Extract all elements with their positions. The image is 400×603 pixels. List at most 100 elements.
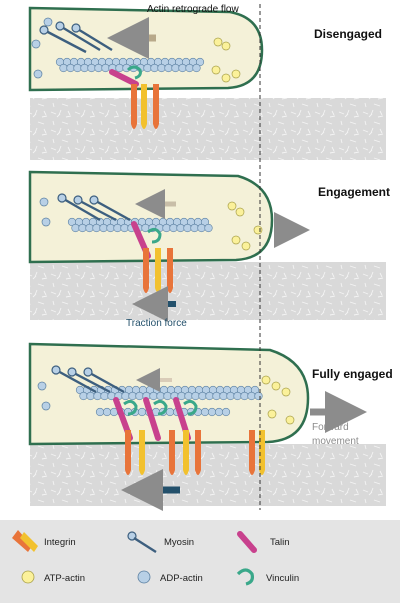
atp-actin-monomer xyxy=(253,225,263,235)
adp-actin-filament xyxy=(55,57,205,73)
svg-text:Integrin: Integrin xyxy=(44,537,76,548)
forward-movement-label: Forward xyxy=(312,422,349,433)
legend-item-talin: Talin xyxy=(237,531,290,553)
myosin-group xyxy=(51,365,125,394)
myosin-icon xyxy=(127,531,157,554)
actin-monomer xyxy=(164,63,173,73)
myosin xyxy=(59,24,101,52)
legend-box xyxy=(0,520,400,603)
actin-monomer xyxy=(106,223,115,233)
actin-monomer xyxy=(143,63,152,73)
actin-monomer xyxy=(200,217,210,227)
stage-title: Disengaged xyxy=(314,27,382,41)
substrate xyxy=(30,98,386,160)
adp-actin-monomer xyxy=(37,381,47,391)
actin-monomer xyxy=(79,391,88,401)
stage-engagement: Traction force Engagement xyxy=(28,170,390,329)
actin-monomer xyxy=(226,391,235,401)
integrin xyxy=(131,84,137,129)
actin-monomer xyxy=(66,63,75,73)
actin-monomer xyxy=(191,391,200,401)
integrin-cluster xyxy=(131,84,159,129)
legend-item-myosin: Myosin xyxy=(127,531,194,554)
atp-actin-monomer xyxy=(227,201,237,211)
integrin-cluster xyxy=(125,430,201,475)
stage-title: Engagement xyxy=(318,185,390,199)
actin-monomer xyxy=(92,223,101,233)
myosin-group xyxy=(57,193,131,222)
actin-monomer xyxy=(247,391,256,401)
actin-monomer xyxy=(115,63,124,73)
actin-monomer xyxy=(102,407,112,417)
adp-actin-monomer xyxy=(41,401,51,411)
legend-item-vinculin: Vinculin xyxy=(236,568,299,586)
integrin xyxy=(195,430,201,475)
adp-actin-monomer xyxy=(39,197,49,207)
integrin xyxy=(143,248,149,293)
integrin xyxy=(153,84,159,129)
actin-monomer xyxy=(200,407,210,417)
actin-monomer xyxy=(233,391,242,401)
adp-actin-icon xyxy=(137,570,151,584)
actin-monomer xyxy=(192,63,201,73)
vinculin xyxy=(147,227,162,244)
actin-monomer xyxy=(171,63,180,73)
actin-monomer xyxy=(198,391,207,401)
actin-monomer xyxy=(113,223,122,233)
actin-monomer xyxy=(185,63,194,73)
actin-monomer xyxy=(149,391,158,401)
actin-monomer xyxy=(156,391,165,401)
myosin xyxy=(75,26,113,52)
integrin xyxy=(183,430,189,475)
actin-monomer xyxy=(221,407,231,417)
legend: Integrin Myosin Talin ATP-actin ADP-acti… xyxy=(0,520,400,603)
myosin xyxy=(43,28,87,54)
integrin-cluster xyxy=(143,248,173,293)
actin-monomer xyxy=(178,63,187,73)
stage-title: Fully engaged xyxy=(312,367,393,381)
vinculin xyxy=(126,65,142,80)
traction-force-label: Traction force xyxy=(126,318,187,329)
actin-monomer xyxy=(71,223,80,233)
substrate xyxy=(30,262,386,320)
atp-actin-monomer xyxy=(271,381,281,391)
actin-monomer xyxy=(86,391,95,401)
atp-actin-monomer xyxy=(221,41,231,51)
adp-actin-monomer xyxy=(41,217,51,227)
adp-actin-monomer xyxy=(31,39,41,49)
adp-actin-monomers xyxy=(37,381,51,411)
actin-monomer xyxy=(120,223,129,233)
legend-item-atp-actin: ATP-actin xyxy=(21,570,85,584)
actin-monomer xyxy=(78,223,87,233)
actin-monomer xyxy=(95,407,105,417)
actin-monomer xyxy=(184,391,193,401)
adp-actin-monomers xyxy=(31,17,53,79)
svg-text:Myosin: Myosin xyxy=(164,537,194,548)
atp-actin-monomer xyxy=(281,387,291,397)
atp-actin-monomer xyxy=(231,69,241,79)
adp-actin-monomer xyxy=(43,17,53,27)
actin-monomer xyxy=(85,223,94,233)
actin-monomer xyxy=(169,223,178,233)
svg-text:Vinculin: Vinculin xyxy=(266,573,299,584)
myosin-group xyxy=(39,21,113,54)
atp-actin-monomer xyxy=(213,37,223,47)
actin-monomer xyxy=(162,223,171,233)
actin-monomer xyxy=(219,391,228,401)
forward-movement-label: movement xyxy=(312,436,359,447)
atp-actin-monomers xyxy=(211,37,241,83)
myosin xyxy=(55,368,97,394)
actin-monomer xyxy=(207,407,217,417)
integrin xyxy=(249,430,255,475)
actin-monomer xyxy=(176,223,185,233)
actin-monomer xyxy=(254,391,263,401)
actin-monomer xyxy=(100,391,109,401)
svg-text:Talin: Talin xyxy=(270,537,290,548)
svg-text:ATP-actin: ATP-actin xyxy=(44,573,85,584)
actin-monomer xyxy=(99,223,108,233)
actin-monomer xyxy=(128,391,137,401)
cell-body xyxy=(28,170,274,264)
stage-disengaged: Actin retrograde flow Disengaged xyxy=(28,4,386,160)
legend-item-adp-actin: ADP-actin xyxy=(137,570,203,584)
